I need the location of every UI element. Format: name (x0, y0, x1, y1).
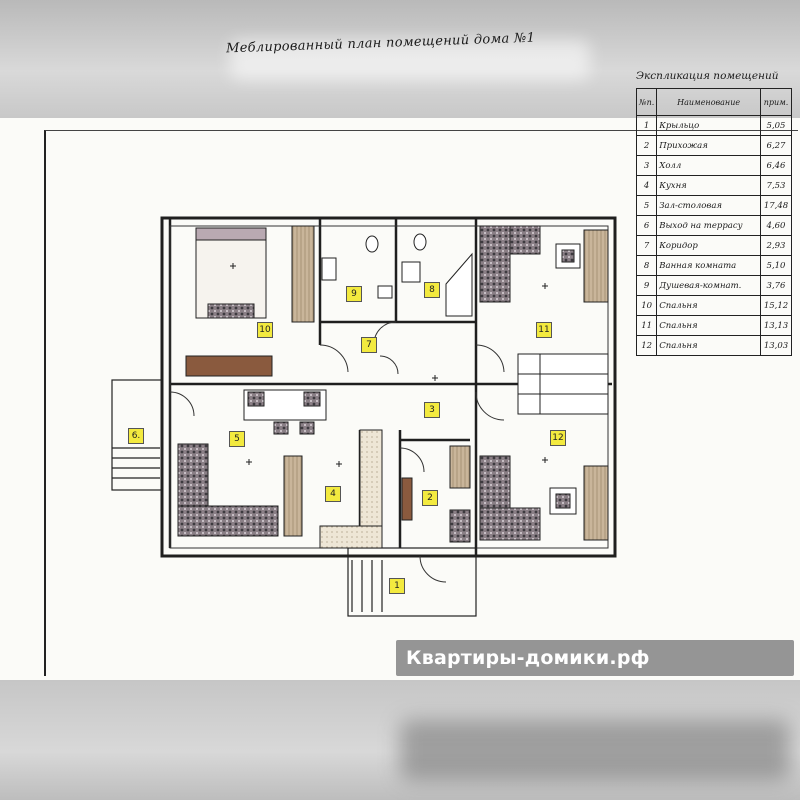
legend-header-row: №п. Наименование прим. (635, 88, 792, 116)
room-tag-3: 3 (424, 402, 440, 418)
legend-area: 7,53 (760, 175, 792, 196)
porch (347, 547, 477, 617)
room-tag-12: 12 (550, 430, 566, 446)
bathroom-fixtures (321, 233, 473, 317)
room-tag-8: 8 (424, 282, 440, 298)
room-tag-11: 11 (536, 322, 552, 338)
legend-area: 4,60 (760, 215, 792, 236)
legend-header-name: Наименование (656, 88, 761, 116)
blurred-background-top (0, 0, 800, 118)
site-watermark: Квартиры-домики.рф (396, 640, 794, 676)
living-sofa (177, 389, 327, 537)
bedroom-12-furniture (479, 455, 609, 541)
legend-area: 6,27 (760, 135, 792, 156)
room-tag-10: 10 (257, 322, 273, 338)
legend-num: 12 (635, 335, 658, 356)
room-tag-7: 7 (361, 337, 377, 353)
room-tag-6: 6. (128, 428, 144, 444)
wardrobe-stripes (517, 353, 609, 415)
bedroom-11-furniture (479, 225, 609, 303)
room-tag-4: 4 (325, 486, 341, 502)
bed-room-10 (185, 225, 315, 377)
blurred-shape (230, 40, 590, 80)
center-marks (230, 263, 548, 467)
terrace (111, 379, 163, 491)
sheet-frame (44, 130, 798, 676)
watermark-text: Квартиры-домики.рф (406, 647, 650, 669)
room-tag-1: 1 (389, 578, 405, 594)
kitchen-counter (319, 429, 383, 549)
room-tag-9: 9 (346, 286, 362, 302)
entry-furniture (401, 445, 471, 543)
legend-title: Экспликация помещений (636, 70, 779, 82)
legend-area: 13,03 (760, 335, 792, 356)
room-tag-5: 5 (229, 431, 245, 447)
blurred-background-bottom (0, 680, 800, 800)
doors (169, 321, 505, 583)
room-tag-2: 2 (422, 490, 438, 506)
blurred-shape (400, 720, 790, 780)
